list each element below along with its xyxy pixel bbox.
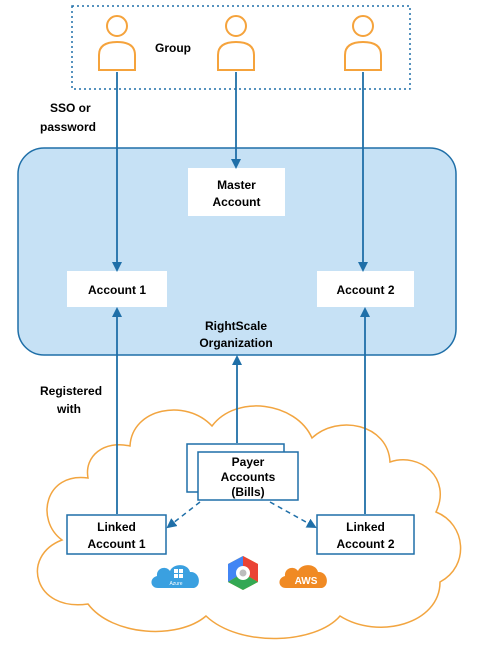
auth-note-line1: SSO or bbox=[50, 101, 91, 115]
master-account-box bbox=[188, 168, 285, 216]
registered-note-line1: Registered bbox=[40, 384, 102, 398]
linked-account-2-line1: Linked bbox=[346, 520, 385, 534]
master-account-line2: Account bbox=[213, 195, 261, 209]
user-icon-group-member-2 bbox=[217, 15, 255, 71]
cloud-shape bbox=[36, 405, 462, 640]
payer-accounts-line2: Accounts bbox=[221, 470, 276, 484]
user-icon-individual bbox=[344, 15, 382, 71]
account-2-label: Account 2 bbox=[336, 283, 394, 297]
payer-accounts-line3: (Bills) bbox=[231, 485, 264, 499]
linked-account-1-line2: Account 1 bbox=[87, 537, 145, 551]
organization-line2: Organization bbox=[199, 336, 272, 350]
payer-accounts-line1: Payer bbox=[232, 455, 265, 469]
master-account-line1: Master bbox=[217, 178, 256, 192]
linked-account-1-box bbox=[66, 514, 167, 555]
organization-line1: RightScale bbox=[205, 319, 267, 333]
account-2-box bbox=[317, 271, 414, 307]
aws-logo-text: AWS bbox=[295, 576, 318, 587]
user-icon-group-member-1 bbox=[98, 15, 136, 71]
linked-account-2-box bbox=[316, 514, 415, 555]
auth-note-line2: password bbox=[40, 120, 96, 134]
group-box bbox=[71, 5, 411, 90]
azure-logo: Azure bbox=[151, 565, 199, 588]
dashed-arrow-payer-to-linked-1 bbox=[166, 501, 201, 529]
account-1-label: Account 1 bbox=[88, 283, 146, 297]
registered-note-line2: with bbox=[56, 402, 81, 416]
payer-accounts-box bbox=[197, 451, 299, 501]
google-cloud-logo bbox=[228, 556, 258, 590]
linked-account-2-line2: Account 2 bbox=[336, 537, 394, 551]
azure-logo-text: Azure bbox=[169, 581, 182, 587]
group-label: Group bbox=[155, 41, 191, 55]
account-1-box bbox=[67, 271, 167, 307]
linked-account-1-line1: Linked bbox=[97, 520, 136, 534]
aws-logo: AWS bbox=[279, 565, 327, 588]
